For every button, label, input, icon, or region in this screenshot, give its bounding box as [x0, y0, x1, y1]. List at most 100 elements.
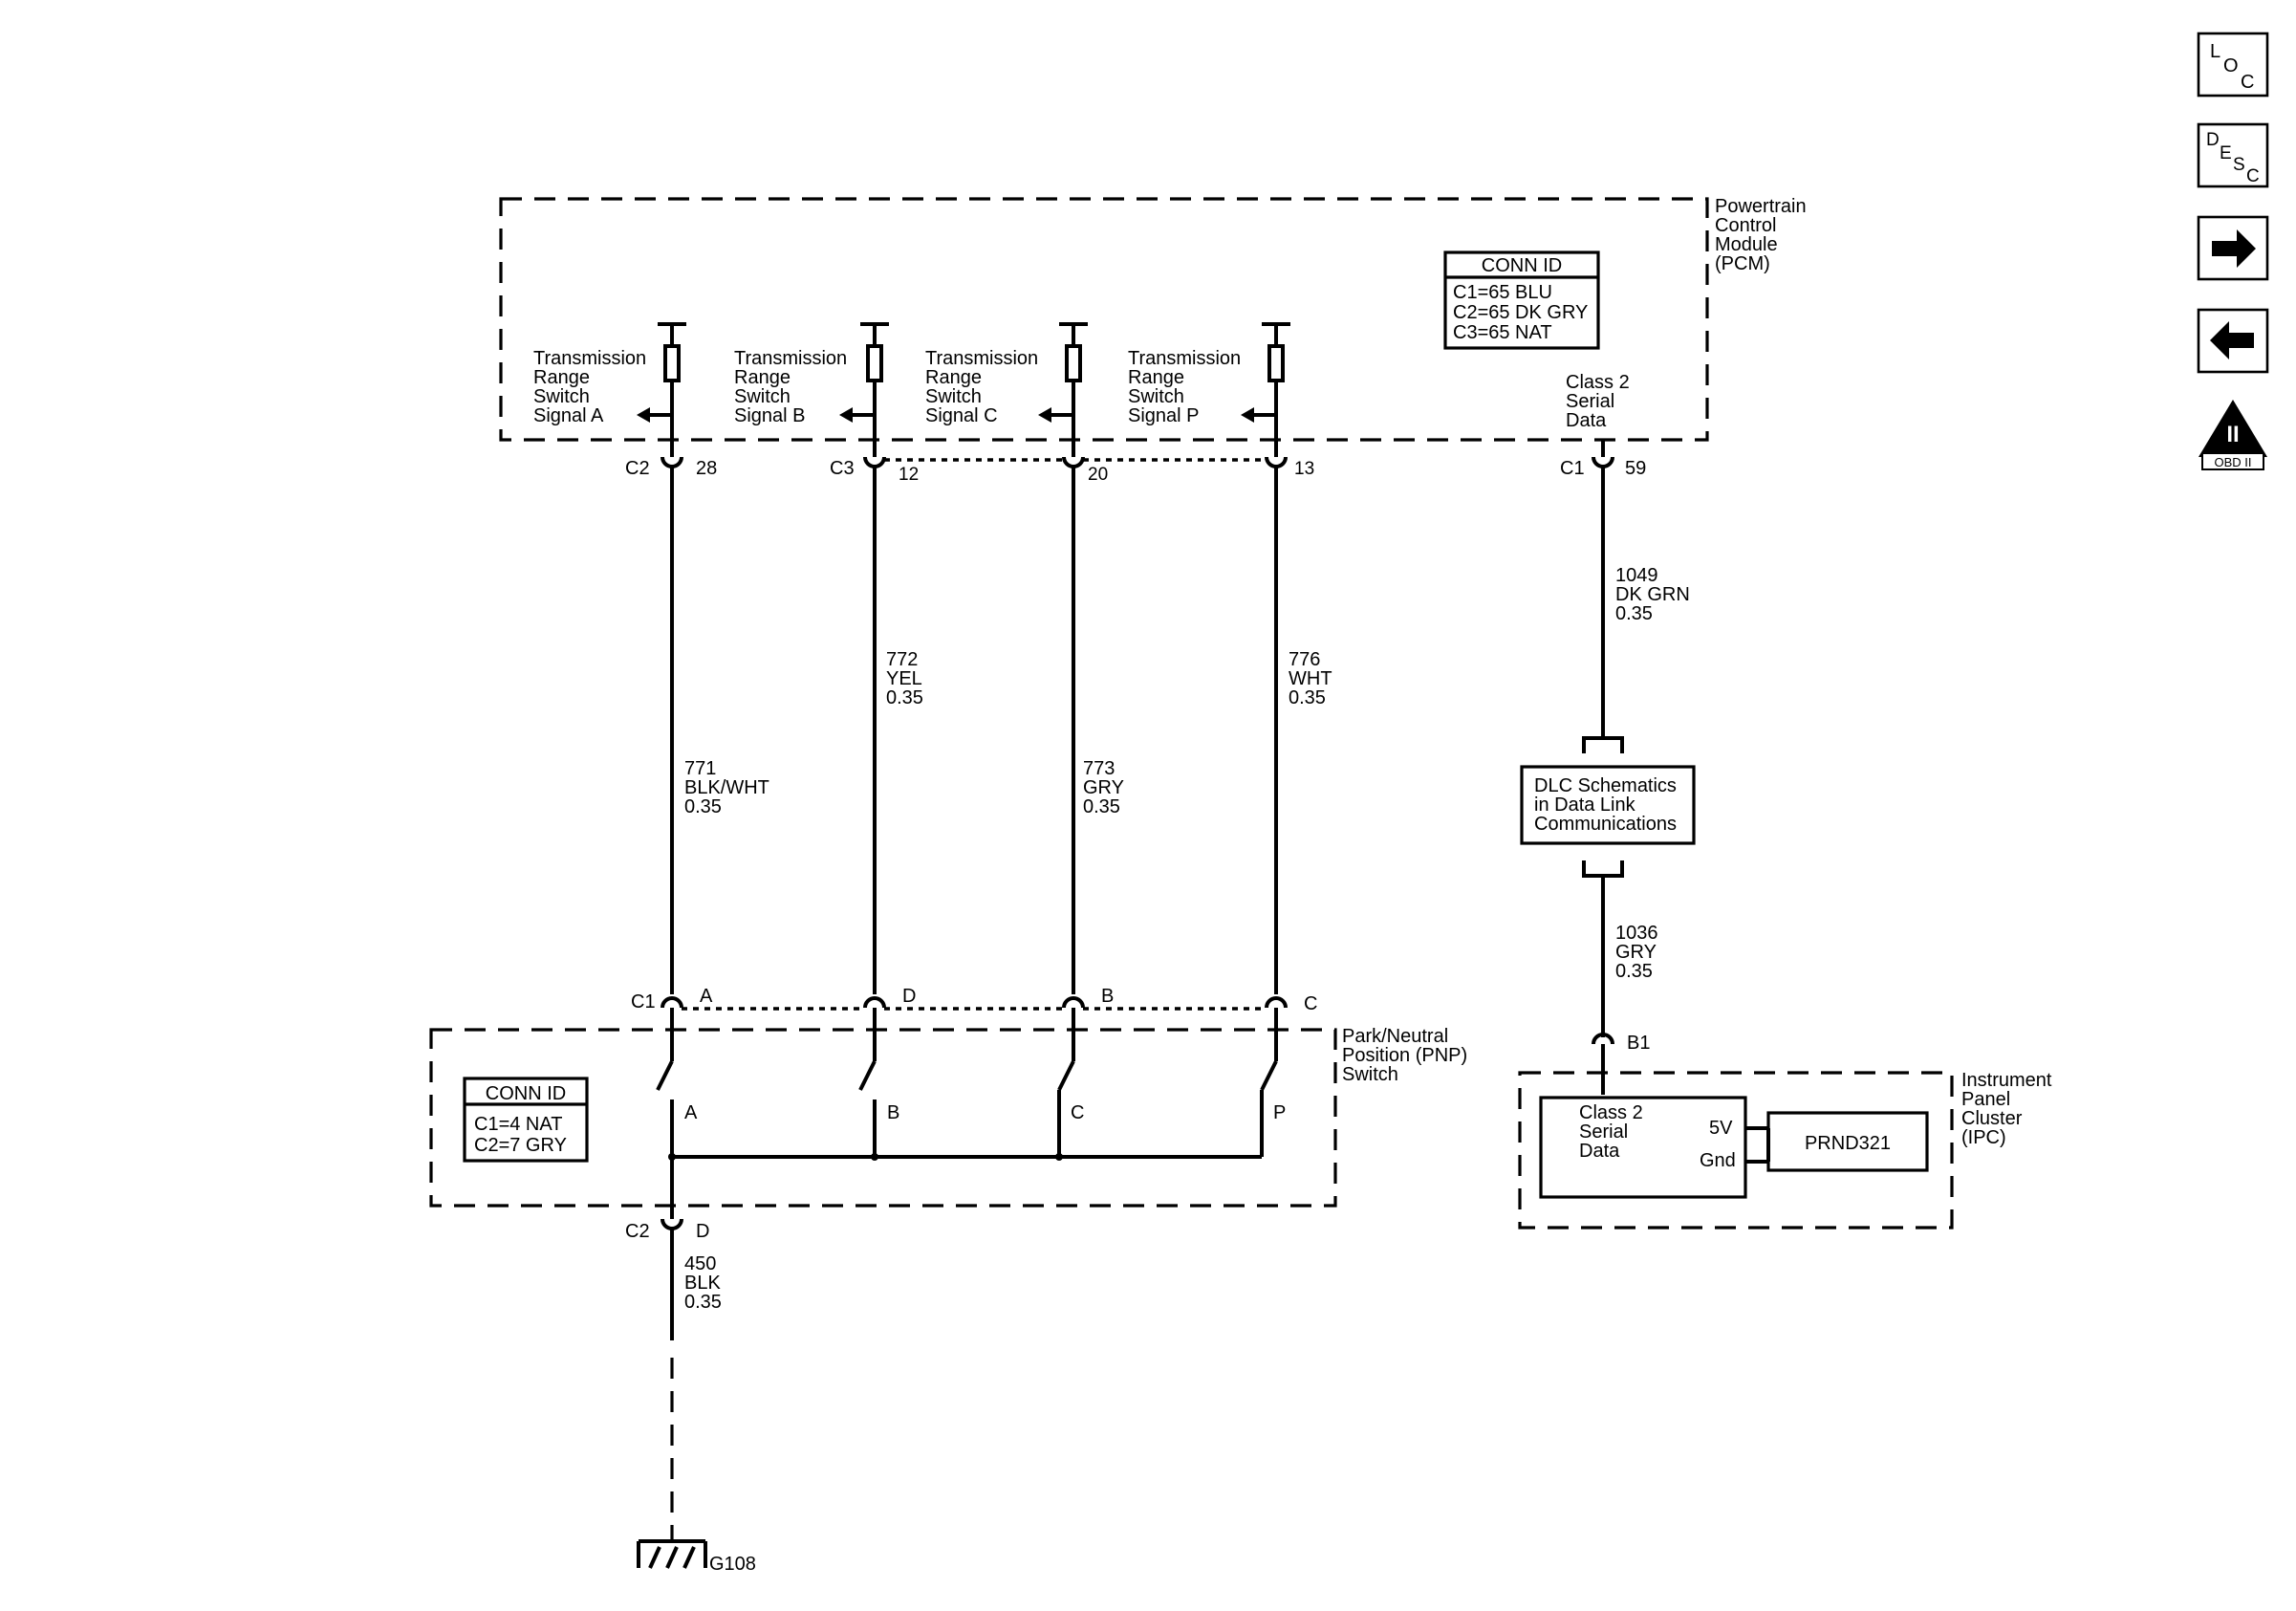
svg-text:776: 776 — [1289, 649, 1320, 670]
obd-ii-button[interactable]: II OBD II — [2199, 400, 2267, 470]
svg-text:C: C — [1304, 993, 1317, 1014]
arrow-left-icon — [839, 407, 853, 423]
svg-text:CONN ID: CONN ID — [486, 1083, 566, 1104]
pnp-conn-id-table: CONN ID C1=4 NAT C2=7 GRY — [463, 1077, 589, 1163]
svg-text:Switch: Switch — [1342, 1064, 1398, 1085]
circuit-wires — [670, 467, 1278, 994]
svg-text:Switch: Switch — [925, 386, 982, 407]
svg-text:Serial: Serial — [1566, 391, 1614, 412]
previous-page-button[interactable] — [2197, 308, 2269, 374]
svg-text:450: 450 — [684, 1253, 716, 1274]
svg-text:CONN ID: CONN ID — [1482, 255, 1562, 276]
obd-triangle-icon — [2199, 400, 2267, 457]
arrow-left-icon — [1038, 407, 1051, 423]
arrow-left-icon — [637, 407, 650, 423]
svg-text:D: D — [696, 1221, 709, 1242]
svg-text:C: C — [2241, 72, 2254, 93]
svg-text:772: 772 — [886, 649, 918, 670]
ipc-pin-label: B1 — [1627, 1033, 1650, 1054]
svg-text:Transmission: Transmission — [1128, 348, 1241, 369]
svg-text:C3=65 NAT: C3=65 NAT — [1453, 322, 1552, 343]
next-page-button[interactable] — [2197, 215, 2269, 281]
serial-data-label: Class 2 Serial Data — [1566, 372, 1630, 431]
wire-776-label: 776 WHT 0.35 — [1289, 649, 1332, 708]
svg-text:WHT: WHT — [1289, 668, 1332, 689]
svg-text:773: 773 — [1083, 758, 1115, 779]
svg-text:Range: Range — [925, 367, 982, 388]
svg-text:Range: Range — [533, 367, 590, 388]
svg-text:20: 20 — [1088, 465, 1108, 485]
svg-text:Switch: Switch — [533, 386, 590, 407]
svg-text:5V: 5V — [1709, 1118, 1733, 1139]
svg-text:D: D — [2206, 130, 2220, 150]
svg-text:Communications: Communications — [1534, 814, 1677, 835]
svg-text:Panel: Panel — [1961, 1089, 2010, 1110]
wire-450-label: 450 BLK 0.35 — [684, 1253, 722, 1313]
wire-1049-label: 1049 DK GRN 0.35 — [1615, 565, 1690, 624]
svg-text:G108: G108 — [709, 1554, 756, 1575]
wire-1036-label: 1036 GRY 0.35 — [1615, 923, 1658, 982]
svg-text:DK GRN: DK GRN — [1615, 584, 1690, 605]
pnp-connector-c2: C2 D — [625, 1218, 709, 1340]
svg-text:0.35: 0.35 — [886, 687, 923, 708]
svg-text:13: 13 — [1294, 459, 1314, 479]
svg-text:Data: Data — [1579, 1141, 1620, 1162]
pcm-label: Powertrain Control Module (PCM) — [1715, 196, 1807, 274]
svg-text:12: 12 — [899, 465, 919, 485]
svg-text:C3: C3 — [830, 458, 855, 479]
svg-text:Control: Control — [1715, 215, 1776, 236]
svg-text:0.35: 0.35 — [684, 796, 722, 817]
svg-text:L: L — [2210, 41, 2220, 62]
svg-text:OBD II: OBD II — [2214, 455, 2251, 469]
signal-b-label: Transmission Range Switch Signal B — [734, 348, 847, 426]
svg-text:BLK: BLK — [684, 1273, 721, 1294]
svg-text:0.35: 0.35 — [684, 1292, 722, 1313]
svg-text:(PCM): (PCM) — [1715, 253, 1770, 274]
svg-text:BLK/WHT: BLK/WHT — [684, 777, 769, 798]
svg-text:Transmission: Transmission — [734, 348, 847, 369]
svg-text:Transmission: Transmission — [925, 348, 1038, 369]
dlc-reference-box[interactable]: DLC Schematics in Data Link Communicatio… — [1520, 765, 1696, 845]
svg-text:GRY: GRY — [1615, 942, 1657, 963]
svg-text:Data: Data — [1566, 410, 1607, 431]
arrow-right-icon — [2212, 229, 2256, 268]
svg-text:Module: Module — [1715, 234, 1778, 255]
svg-text:A: A — [684, 1102, 698, 1123]
arrow-left-icon — [1241, 407, 1254, 423]
svg-text:C1=65 BLU: C1=65 BLU — [1453, 282, 1552, 303]
svg-text:(IPC): (IPC) — [1961, 1127, 2006, 1148]
prnd-display: PRND321 — [1745, 1111, 1929, 1172]
loc-button[interactable]: L O C — [2197, 32, 2269, 98]
svg-text:Range: Range — [734, 367, 791, 388]
svg-text:B: B — [1101, 986, 1114, 1007]
svg-text:0.35: 0.35 — [1083, 796, 1120, 817]
pcm-module-outline — [499, 197, 1709, 442]
svg-text:C1=4 NAT: C1=4 NAT — [474, 1114, 562, 1135]
wire-771-label: 771 BLK/WHT 0.35 — [684, 758, 769, 817]
svg-text:0.35: 0.35 — [1289, 687, 1326, 708]
pnp-connector-c1: C1 A D B C — [631, 986, 1317, 1014]
svg-text:1036: 1036 — [1615, 923, 1658, 944]
svg-text:Switch: Switch — [734, 386, 791, 407]
signal-p-label: Transmission Range Switch Signal P — [1128, 348, 1241, 426]
wire-772-label: 772 YEL 0.35 — [886, 649, 923, 708]
svg-text:Cluster: Cluster — [1961, 1108, 2023, 1129]
svg-text:PRND321: PRND321 — [1805, 1133, 1891, 1154]
svg-text:Serial: Serial — [1579, 1121, 1628, 1143]
svg-text:C2: C2 — [625, 458, 650, 479]
svg-text:0.35: 0.35 — [1615, 961, 1653, 982]
arrow-left-icon — [2210, 321, 2254, 359]
ipc-module-outline — [1518, 1071, 1954, 1230]
serial-data-path — [1582, 467, 1624, 1095]
svg-text:GRY: GRY — [1083, 777, 1124, 798]
svg-text:Switch: Switch — [1128, 386, 1184, 407]
svg-text:Transmission: Transmission — [533, 348, 646, 369]
pcm-conn-id-table: CONN ID C1=65 BLU C2=65 DK GRY C3=65 NAT — [1443, 250, 1600, 350]
desc-button[interactable]: D E S C — [2197, 122, 2269, 188]
pnp-switch-outline — [429, 1028, 1337, 1208]
svg-text:II: II — [2226, 422, 2239, 447]
svg-text:Powertrain: Powertrain — [1715, 196, 1807, 217]
svg-text:Gnd: Gnd — [1700, 1150, 1736, 1171]
svg-text:S: S — [2233, 155, 2245, 175]
